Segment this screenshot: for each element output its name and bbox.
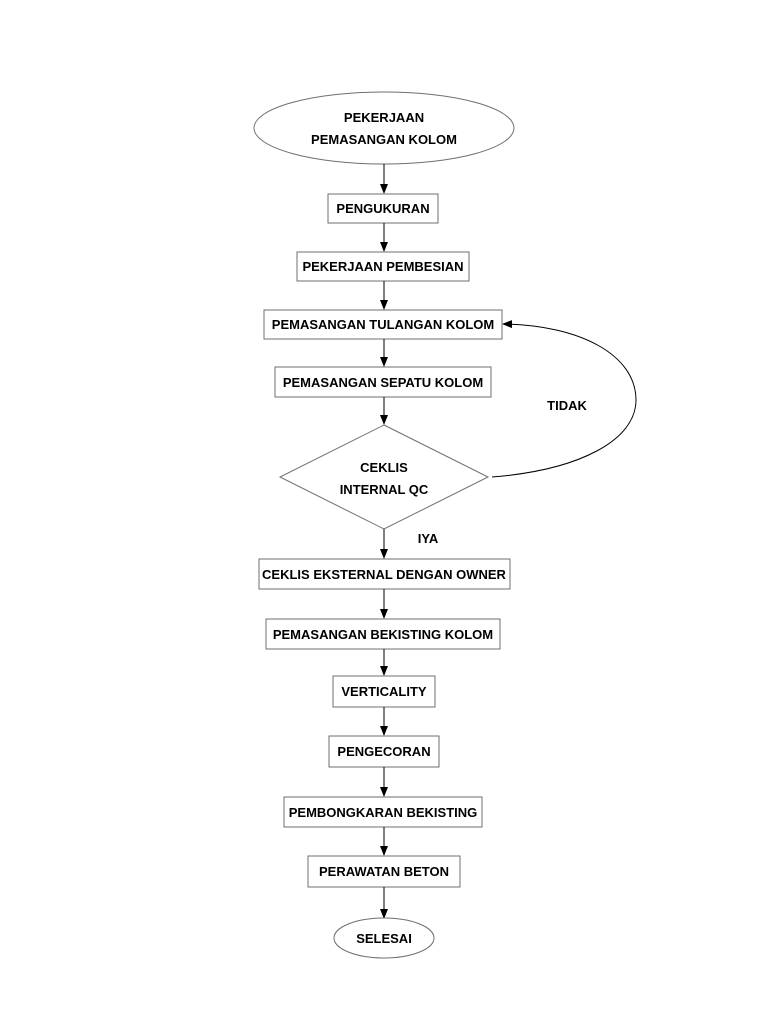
perawatan-label: PERAWATAN BETON	[319, 864, 449, 879]
perawatan-node: PERAWATAN BETON	[307, 855, 461, 888]
tulangan-label: PEMASANGAN TULANGAN KOLOM	[272, 317, 494, 332]
qc-line1: CEKLIS	[360, 460, 408, 475]
qc-line2: INTERNAL QC	[340, 482, 429, 497]
edge-label-iya: IYA	[418, 531, 439, 546]
start-node-line1: PEKERJAAN	[344, 110, 424, 125]
tulangan-node: PEMASANGAN TULANGAN KOLOM	[263, 309, 503, 340]
pembesian-label: PEKERJAAN PEMBESIAN	[302, 259, 463, 274]
pembongkaran-node: PEMBONGKARAN BEKISTING	[283, 796, 483, 828]
pembesian-node: PEKERJAAN PEMBESIAN	[296, 251, 470, 282]
pembongkaran-label: PEMBONGKARAN BEKISTING	[289, 805, 478, 820]
pengukuran-label: PENGUKURAN	[336, 201, 429, 216]
pengecoran-label: PENGECORAN	[337, 744, 430, 759]
end-node: SELESAI	[333, 917, 435, 959]
bekisting-label: PEMASANGAN BEKISTING KOLOM	[273, 627, 493, 642]
edge-qc-no-loop	[491, 320, 637, 478]
qc-decision-node: CEKLIS INTERNAL QC	[278, 424, 490, 530]
edge-label-tidak: TIDAK	[547, 398, 587, 413]
verticality-label: VERTICALITY	[341, 684, 427, 699]
start-node-line2: PEMASANGAN KOLOM	[311, 132, 457, 147]
end-label: SELESAI	[356, 931, 412, 946]
pengecoran-node: PENGECORAN	[328, 735, 440, 768]
sepatu-node: PEMASANGAN SEPATU KOLOM	[274, 366, 492, 398]
bekisting-node: PEMASANGAN BEKISTING KOLOM	[265, 618, 501, 650]
pengukuran-node: PENGUKURAN	[327, 193, 439, 224]
sepatu-label: PEMASANGAN SEPATU KOLOM	[283, 375, 483, 390]
eksternal-label: CEKLIS EKSTERNAL DENGAN OWNER	[262, 567, 506, 582]
start-node: PEKERJAAN PEMASANGAN KOLOM	[253, 91, 515, 165]
verticality-node: VERTICALITY	[332, 675, 436, 708]
eksternal-node: CEKLIS EKSTERNAL DENGAN OWNER	[258, 558, 511, 590]
